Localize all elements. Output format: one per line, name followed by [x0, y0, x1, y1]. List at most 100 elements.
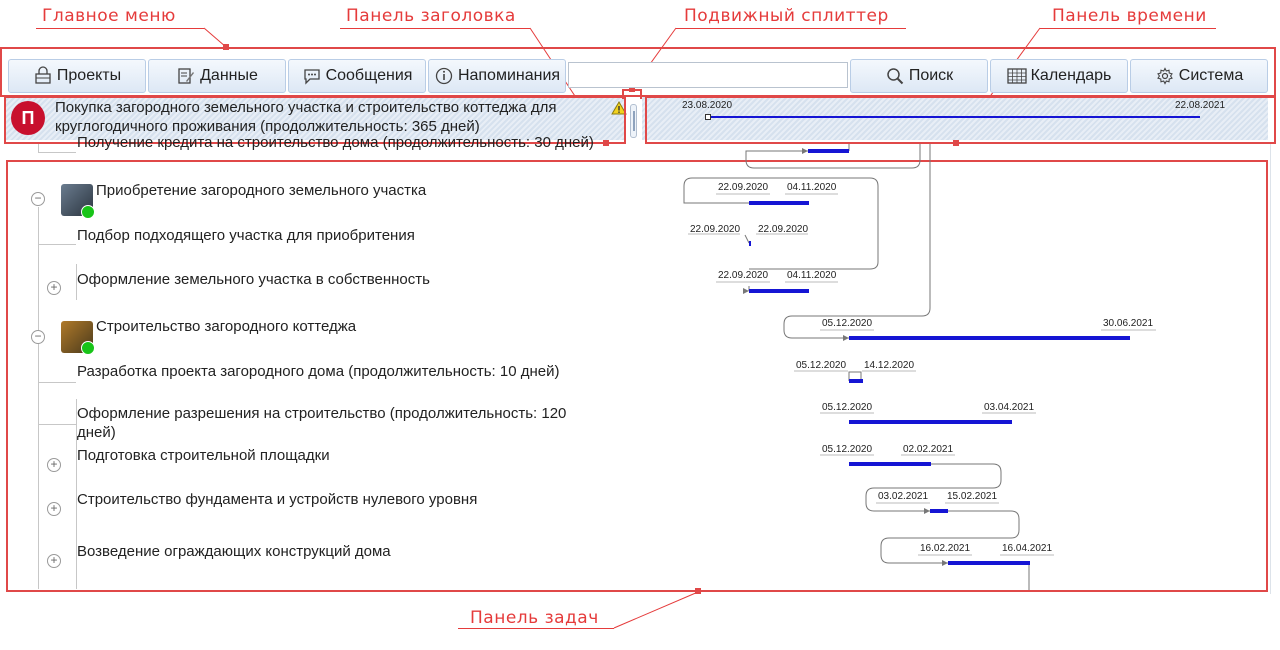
- gantt-bar[interactable]: [849, 420, 1012, 424]
- gantt-end-date: 16.04.2021: [1002, 543, 1053, 554]
- gantt-start-date: 16.02.2021: [920, 543, 971, 554]
- task-walls[interactable]: Возведение ограждающих конструкций дома: [77, 543, 391, 560]
- gantt-bar[interactable]: [930, 509, 948, 513]
- project-badge: П: [11, 101, 45, 135]
- task-loan[interactable]: Получение кредита на строительство дома …: [77, 134, 594, 151]
- lock-briefcase-icon: [33, 66, 53, 86]
- gantt-start-date: 22.09.2020: [718, 270, 769, 281]
- tree-line: [76, 399, 77, 589]
- gantt-start-date: 22.09.2020: [718, 182, 769, 193]
- highlight-splitter: [622, 89, 642, 99]
- splitter-grip: [633, 111, 635, 131]
- menu-projects-button[interactable]: Проекты: [8, 59, 146, 93]
- splitter-handle[interactable]: [630, 104, 637, 138]
- gantt-end-date: 03.04.2021: [984, 402, 1035, 413]
- highlight-tasks-panel: [6, 160, 1268, 592]
- header-panel: [6, 96, 626, 140]
- gantt-bar[interactable]: [849, 379, 863, 383]
- info-icon: [434, 66, 454, 86]
- expand-icon[interactable]: +: [47, 502, 61, 516]
- annotation-splitter: Подвижный сплиттер: [684, 6, 889, 26]
- task-cottage-construction[interactable]: Строительство загородного коттеджа: [96, 318, 357, 335]
- gantt-start-date: 05.12.2020: [822, 402, 873, 413]
- gantt-end-date: 02.02.2021: [903, 444, 954, 455]
- tree-line: [38, 382, 76, 383]
- search-input[interactable]: [568, 62, 848, 88]
- tree-line: [76, 264, 77, 300]
- tree-line: [38, 207, 39, 589]
- task-plot-selection[interactable]: Подбор подходящего участка для приобрите…: [77, 227, 415, 244]
- calendar-icon: [1006, 66, 1027, 86]
- menu-calendar-label: Календарь: [1030, 67, 1112, 84]
- timeline-end-date: 22.08.2021: [1175, 100, 1226, 111]
- expand-icon[interactable]: +: [47, 554, 61, 568]
- annotation-time-panel: Панель времени: [1052, 6, 1207, 26]
- menu-data-label: Данные: [200, 67, 258, 84]
- gantt-bar[interactable]: [808, 149, 849, 153]
- menu-system-label: Система: [1178, 67, 1244, 84]
- gantt-bar[interactable]: [849, 336, 1130, 340]
- menu-reminders-button[interactable]: Напоминания: [428, 59, 566, 93]
- tree-line: [38, 152, 76, 153]
- project-title: Покупка загородного земельного участка и…: [55, 99, 557, 135]
- highlight-time-panel: [645, 96, 1276, 144]
- gantt-end-date: 14.12.2020: [864, 360, 915, 371]
- timeline-bar: [707, 116, 1200, 118]
- edit-document-icon: [176, 66, 196, 86]
- highlight-main-menu: [0, 47, 1276, 97]
- task-house-design[interactable]: Разработка проекта загородного дома (про…: [77, 363, 560, 380]
- gantt-start-date: 22.09.2020: [690, 224, 741, 235]
- gantt-bar[interactable]: [749, 201, 809, 205]
- menu-system-button[interactable]: Система: [1130, 59, 1268, 93]
- warning-icon[interactable]: [611, 101, 627, 115]
- timeline-start-marker: [705, 114, 711, 120]
- gantt-bar[interactable]: [948, 561, 1030, 565]
- chat-bubble-icon: [302, 66, 322, 86]
- tree-line: [38, 144, 39, 152]
- right-edge-divider: [1270, 144, 1271, 594]
- gantt-start-date: 05.12.2020: [822, 318, 873, 329]
- annotation-header-panel: Панель заголовка: [346, 6, 516, 26]
- gantt-end-date: 22.09.2020: [758, 224, 809, 235]
- gantt-end-date: 04.11.2020: [787, 270, 837, 281]
- menu-search-label: Поиск: [908, 67, 954, 84]
- menu-messages-button[interactable]: Сообщения: [288, 59, 426, 93]
- task-land-registration[interactable]: Оформление земельного участка в собствен…: [77, 271, 430, 288]
- annotation-underline: [458, 628, 614, 629]
- task-land-purchase[interactable]: Приобретение загородного земельного учас…: [96, 182, 427, 199]
- gantt-end-date: 04.11.2020: [787, 182, 837, 193]
- gantt-milestone[interactable]: [749, 241, 751, 246]
- task-site-preparation[interactable]: Подготовка строительной площадки: [77, 447, 330, 464]
- menu-reminders-label: Напоминания: [457, 67, 561, 84]
- gantt-bar[interactable]: [749, 289, 809, 293]
- annotation-underline: [340, 28, 530, 29]
- menu-data-button[interactable]: Данные: [148, 59, 286, 93]
- task-foundation[interactable]: Строительство фундамента и устройств нул…: [77, 491, 478, 508]
- menu-search-button[interactable]: Поиск: [850, 59, 988, 93]
- task-building-permit[interactable]: Оформление разрешения на строительство (…: [77, 405, 567, 441]
- gear-icon: [1155, 66, 1175, 86]
- expand-icon[interactable]: +: [47, 281, 61, 295]
- collapse-icon[interactable]: −: [31, 330, 45, 344]
- expand-icon[interactable]: +: [47, 458, 61, 472]
- time-panel: [642, 96, 1268, 140]
- timeline-start-date: 23.08.2020: [682, 100, 733, 111]
- search-icon: [885, 66, 905, 86]
- gantt-end-date: 15.02.2021: [947, 491, 998, 502]
- gantt-start-date: 03.02.2021: [878, 491, 929, 502]
- tree-line: [38, 244, 76, 245]
- menu-calendar-button[interactable]: Календарь: [990, 59, 1128, 93]
- menu-projects-label: Проекты: [56, 67, 122, 84]
- status-dot: [81, 341, 95, 355]
- collapse-icon[interactable]: −: [31, 192, 45, 206]
- gantt-bar[interactable]: [849, 462, 931, 466]
- tasks-panel: Получение кредита на строительство дома …: [6, 134, 626, 590]
- annotation-underline: [36, 28, 204, 29]
- gantt-start-date: 05.12.2020: [822, 444, 873, 455]
- annotation-tasks-panel: Панель задач: [470, 608, 599, 628]
- menu-messages-label: Сообщения: [325, 67, 413, 84]
- gantt-start-date: 05.12.2020: [796, 360, 847, 371]
- status-dot: [81, 205, 95, 219]
- tree-line: [38, 424, 76, 425]
